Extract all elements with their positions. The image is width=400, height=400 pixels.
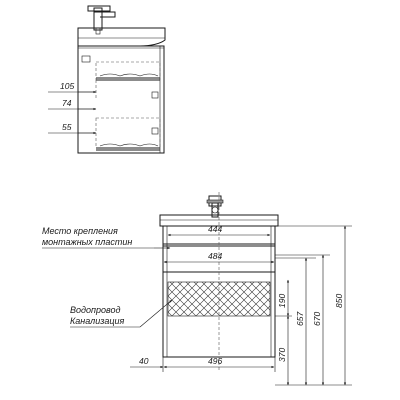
cabinet-side	[77, 45, 165, 154]
width-dimensions: 444 484 496 40	[130, 224, 276, 372]
dim-484: 484	[208, 251, 222, 261]
dim-657: 657	[295, 312, 305, 326]
water-note-line2: Канализация	[70, 316, 124, 326]
water-note-line1: Водопровод	[70, 305, 120, 315]
dim-370: 370	[277, 348, 287, 362]
dim-850: 850	[334, 294, 344, 308]
dim-670: 670	[312, 312, 322, 326]
side-dimensions: 105 74 55	[48, 81, 97, 140]
dim-105: 105	[60, 81, 74, 91]
front-view: 444 484 496 40 190 370 657 67	[42, 192, 352, 386]
mount-note-line2: монтажных пластин	[42, 237, 132, 247]
dim-40: 40	[139, 356, 149, 366]
dim-74: 74	[62, 98, 72, 108]
side-view: 105 74 55	[48, 5, 166, 154]
annotations: Место крепления монтажных пластин Водопр…	[42, 226, 173, 328]
height-dimensions: 190 370 657 670 850	[270, 225, 352, 386]
dim-190: 190	[277, 294, 287, 308]
mount-note-line1: Место крепления	[42, 226, 118, 236]
dim-444: 444	[208, 224, 222, 234]
basin-side	[77, 27, 166, 47]
dim-496: 496	[208, 356, 222, 366]
faucet-front	[206, 195, 224, 218]
dim-55: 55	[62, 122, 72, 132]
faucet-side	[87, 5, 116, 35]
